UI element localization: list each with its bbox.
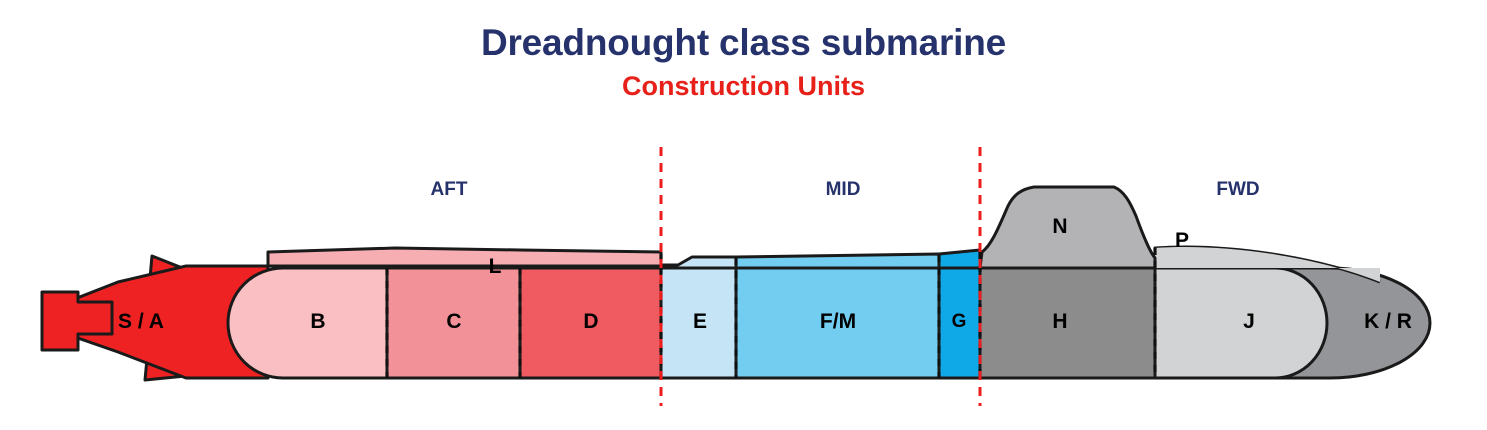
unit-shape-n [978, 185, 1157, 270]
propulsor-shaft [40, 290, 114, 352]
zone-divider-lines [659, 147, 982, 406]
unit-shape-h [978, 266, 1157, 380]
page-title: Dreadnought class submarine [480, 22, 1007, 63]
unit-shape-l [266, 246, 663, 268]
unit-shape-c [385, 266, 522, 380]
zone-label-fwd: FWD [1216, 179, 1260, 200]
zone-label-aft: AFT [430, 179, 468, 200]
mid-casing-deep [937, 248, 982, 270]
unit-shape-j [1153, 266, 1329, 380]
stern-cone [70, 264, 270, 380]
unit-shape-p [1155, 247, 1380, 282]
unit-shape-d [518, 266, 663, 380]
title-block: Dreadnought class submarine Construction… [0, 0, 1487, 100]
mid-casing [734, 252, 941, 270]
mid-casing-pale [659, 255, 738, 270]
unit-shape-fm [734, 266, 941, 380]
unit-shape-g [937, 266, 982, 380]
aft-hull-group [226, 266, 663, 380]
zone-label-mid: MID [825, 179, 861, 200]
fwd-hull-group [978, 266, 1432, 380]
page-subtitle: Construction Units [622, 70, 865, 101]
mid-hull-group [659, 248, 982, 380]
unit-shape-e [659, 266, 738, 380]
unit-shape-sa [40, 254, 270, 382]
unit-shape-b [226, 266, 389, 380]
